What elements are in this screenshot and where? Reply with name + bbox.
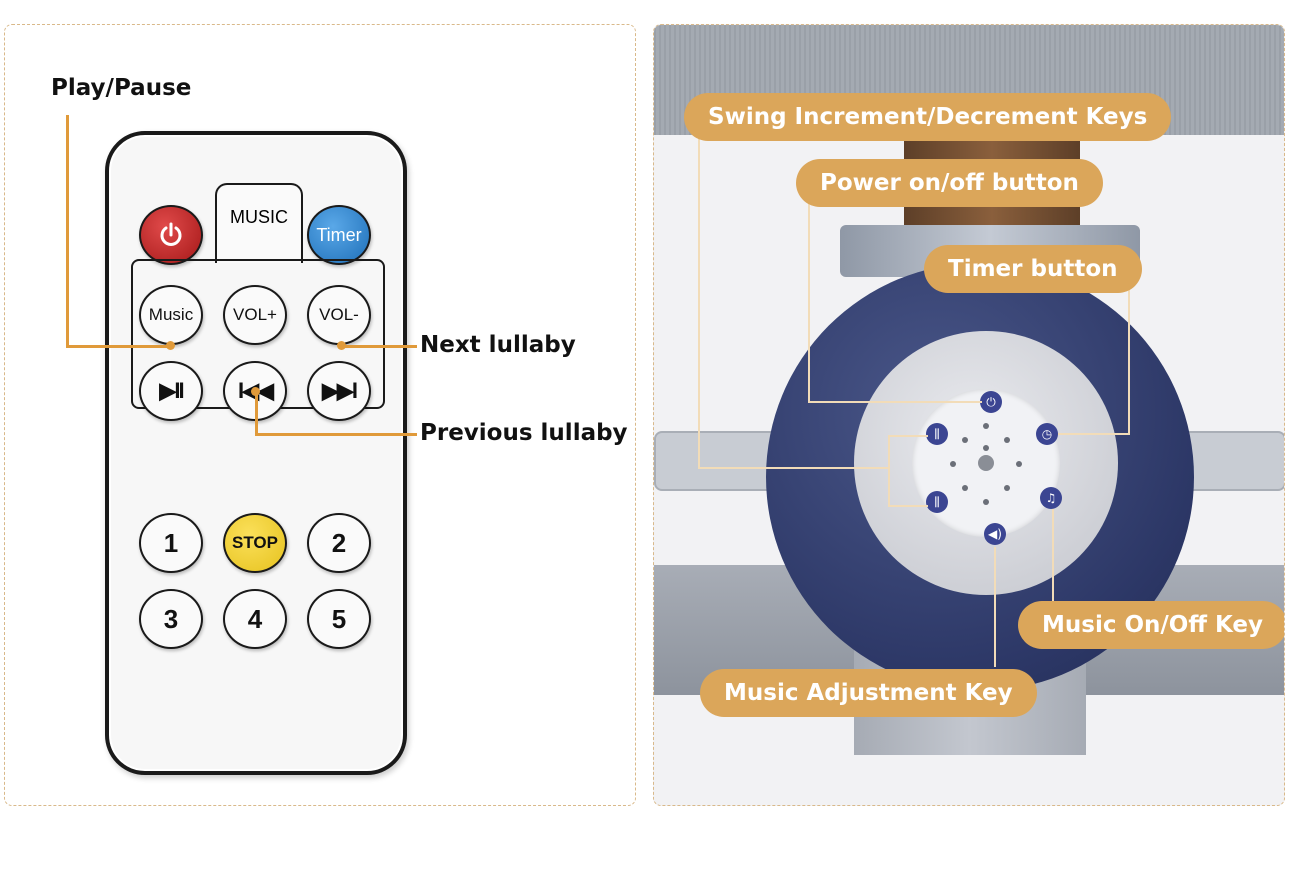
swing-keys-leader-line xyxy=(888,435,890,507)
power-button-label: Power on/off button xyxy=(796,159,1103,207)
timer-button-label: Timer xyxy=(316,224,362,245)
next-lullaby-leader-dot xyxy=(337,341,346,350)
face-swing-increment-button[interactable]: ⫼ xyxy=(926,423,948,445)
play-pause-label: Play/Pause xyxy=(51,75,192,101)
speaker-hole xyxy=(1016,461,1022,467)
stop-label: STOP xyxy=(232,533,278,552)
swing-keys-leader-line xyxy=(698,137,700,469)
next-track-icon: ▶▶I xyxy=(322,378,358,403)
swing-keys-label: Swing Increment/Decrement Keys xyxy=(684,93,1172,141)
number-label: 2 xyxy=(331,527,347,558)
next-lullaby-label: Next lullaby xyxy=(420,332,576,358)
play-pause-leader-line xyxy=(66,345,170,348)
remote-number-button-1[interactable]: 1 xyxy=(139,513,203,573)
play-pause-leader-line xyxy=(66,115,69,347)
play-pause-leader-dot xyxy=(166,341,175,350)
swing-keys-leader-line xyxy=(698,467,888,469)
face-power-button[interactable]: ⏻ xyxy=(980,391,1002,413)
remote-next-button[interactable]: ▶▶I xyxy=(307,361,371,421)
speaker-hole xyxy=(1004,485,1010,491)
swing-keys-leader-line xyxy=(888,505,928,507)
number-label: 4 xyxy=(247,603,263,634)
center-speaker xyxy=(978,455,994,471)
timer-leader-line xyxy=(1128,289,1130,435)
face-music-button[interactable]: ♫ xyxy=(1040,487,1062,509)
speaker-hole xyxy=(950,461,956,467)
speaker-hole xyxy=(983,445,989,451)
power-icon xyxy=(160,222,182,246)
remote-play-pause-button[interactable]: ▶II xyxy=(139,361,203,421)
swing-panel: ⏻ ⫼ ◷ ⫼ ♫ ◀) Swing Increment/Decrement K… xyxy=(653,24,1285,806)
music-note-icon: ♫ xyxy=(1045,491,1057,505)
remote-panel: MUSIC Timer Music VOL+ VOL- ▶II I◀◀ ▶▶I … xyxy=(4,24,636,806)
timer-icon: ◷ xyxy=(1041,427,1053,441)
timer-leader-line xyxy=(1058,433,1130,435)
remote-number-button-4[interactable]: 4 xyxy=(223,589,287,649)
next-lullaby-leader-line xyxy=(341,345,417,348)
music-onoff-label: Music On/Off Key xyxy=(1018,601,1284,649)
speaker-hole xyxy=(983,423,989,429)
remote-power-button[interactable] xyxy=(139,205,203,265)
speaker-icon: ◀) xyxy=(988,527,1002,541)
music-tab-label: MUSIC xyxy=(230,207,288,227)
slider-icon: ⫼ xyxy=(934,494,940,509)
face-timer-button[interactable]: ◷ xyxy=(1036,423,1058,445)
music-onoff-leader-line xyxy=(1052,509,1054,615)
speaker-hole xyxy=(983,499,989,505)
vol-up-label: VOL+ xyxy=(233,305,277,324)
remote-music-button[interactable]: Music xyxy=(139,285,203,345)
remote-vol-down-button[interactable]: VOL- xyxy=(307,285,371,345)
remote-number-button-2[interactable]: 2 xyxy=(307,513,371,573)
remote-control: MUSIC Timer Music VOL+ VOL- ▶II I◀◀ ▶▶I … xyxy=(105,131,407,775)
swing-keys-leader-line xyxy=(888,435,928,437)
previous-lullaby-label: Previous lullaby xyxy=(420,420,628,446)
number-label: 5 xyxy=(331,603,347,634)
remote-timer-button[interactable]: Timer xyxy=(307,205,371,265)
remote-music-tab: MUSIC xyxy=(215,183,303,263)
speaker-hole xyxy=(1004,437,1010,443)
number-label: 1 xyxy=(163,527,179,558)
power-icon: ⏻ xyxy=(986,394,996,409)
previous-lullaby-leader-line xyxy=(255,391,258,435)
remote-stop-button[interactable]: STOP xyxy=(223,513,287,573)
music-button-label: Music xyxy=(148,305,194,324)
speaker-hole xyxy=(962,437,968,443)
remote-number-button-5[interactable]: 5 xyxy=(307,589,371,649)
play-pause-icon: ▶II xyxy=(159,378,184,403)
music-adjust-leader-line xyxy=(994,547,996,667)
slider-icon: ⫼ xyxy=(934,426,940,441)
number-label: 3 xyxy=(163,603,179,634)
remote-number-button-3[interactable]: 3 xyxy=(139,589,203,649)
speaker-hole xyxy=(962,485,968,491)
power-leader-line xyxy=(808,401,982,403)
previous-lullaby-leader-line xyxy=(255,433,417,436)
power-leader-line xyxy=(808,203,810,401)
face-volume-button[interactable]: ◀) xyxy=(984,523,1006,545)
vol-down-label: VOL- xyxy=(319,305,359,324)
timer-button-label: Timer button xyxy=(924,245,1142,293)
remote-vol-up-button[interactable]: VOL+ xyxy=(223,285,287,345)
music-adjust-label: Music Adjustment Key xyxy=(700,669,1037,717)
face-swing-decrement-button[interactable]: ⫼ xyxy=(926,491,948,513)
